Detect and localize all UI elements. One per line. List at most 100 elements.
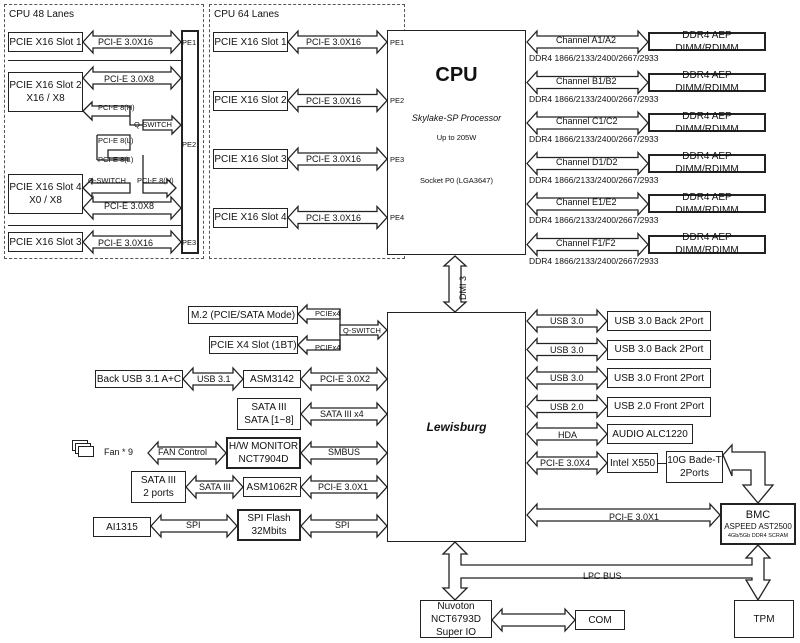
link-label: USB 3.1	[197, 374, 231, 384]
x550-box: Intel X550	[607, 453, 658, 473]
link-label: SMBUS	[328, 447, 361, 457]
link-label: PCI-E 8(H)	[98, 103, 135, 112]
memory-channel-label: Channel F1/F2	[556, 237, 616, 248]
memory-channel-label: Channel E1/E2	[556, 197, 617, 207]
memory-speed: DDR4 1866/2133/2400/2667/2933	[529, 53, 659, 63]
bus-arrow	[142, 177, 177, 199]
link-label: PCI-E 3.0X1	[318, 482, 369, 492]
link-label: PCI-E 3.0X16	[306, 95, 362, 106]
back-usb31-box: Back USB 3.1 A+C	[95, 370, 183, 388]
link-label: USB 3.0	[550, 316, 584, 326]
qswitch-label: Q-SWITCH	[88, 176, 126, 185]
pe1-label: PE1	[390, 38, 405, 47]
bus-arrow	[97, 134, 131, 159]
memory-channel-label: Channel A1/A2	[556, 35, 617, 45]
cpu48-title: CPU 48 Lanes	[9, 9, 75, 20]
memory-channel-label: Channel C1/C2	[556, 116, 618, 126]
cpu-title: CPU	[435, 64, 478, 86]
link-label: SATA III x4	[320, 409, 364, 419]
ai1315-box: AI1315	[93, 517, 151, 537]
audio-box: AUDIO ALC1220	[607, 424, 693, 444]
cpu48-pe-bar	[181, 30, 199, 254]
pe3-label: PE3	[182, 238, 197, 247]
cpu64-slot-2: PCIE X16 Slot 2	[213, 90, 288, 111]
link-label: PCI-E 3.0X4	[540, 458, 591, 468]
link-label: PCI-E 3.0X2	[320, 374, 371, 384]
cpu-block: CPU Skylake-SP Processor Up to 205W Sock…	[387, 30, 526, 255]
link-label: PCI-E 3.0X16	[306, 37, 362, 47]
bmc-box: BMC ASPEED AST2500 4Gb/5Gb DDR4 SCRAM	[720, 503, 796, 545]
qswitch-label: Q-SWITCH	[343, 326, 381, 335]
bus-arrow	[129, 106, 143, 126]
cpu48-slot1: PCIE X16 Slot 1	[8, 32, 83, 52]
com-box: COM	[575, 610, 625, 630]
memory-channel-label: Channel B1/B2	[556, 75, 617, 86]
dimm-box: DDR4 AEP DIMM/RDIMM	[648, 192, 766, 216]
cpu48-region	[4, 4, 204, 259]
pe1-label: PE1	[182, 38, 197, 47]
fan-icon	[72, 440, 94, 457]
cpu-power: Up to 205W	[436, 133, 477, 142]
dimm-box: DDR4 AEP DIMM/RDIMM	[648, 111, 766, 135]
pe2-label: PE2	[182, 140, 197, 149]
memory-speed: DDR4 1866/2133/2400/2667/2933	[529, 255, 659, 266]
link-label: PCI-E 3.0X16	[306, 212, 362, 223]
usb-port-box: USB 3.0 Back 2Port	[607, 339, 711, 360]
link-label: PCI-E 3.0X16	[98, 37, 154, 47]
dimm-box: DDR4 AEP DIMM/RDIMM	[648, 151, 766, 175]
connector	[658, 463, 666, 464]
pe4-label: PE4	[390, 213, 405, 222]
qswitch-label: Q-SWITCH	[134, 120, 172, 129]
dimm-box: DDR4 AEP DIMM/RDIMM	[648, 232, 766, 256]
asm3142-box: ASM3142	[243, 370, 301, 388]
bus-arrow	[96, 135, 130, 161]
link-label: PCIEx4	[315, 343, 341, 352]
cpu64-slot-4: PCIE X16 Slot 4	[213, 207, 288, 228]
link-label: SPI	[335, 520, 350, 530]
pcie-x4-slot-box: PCIE X4 Slot (1BT)	[209, 336, 298, 354]
link-label: PCI-E 8(H)	[137, 176, 174, 185]
dimm-box: DDR4 AEP DIMM/RDIMM	[648, 70, 766, 94]
memory-speed: DDR4 1866/2133/2400/2667/2933	[529, 174, 659, 185]
usb-port-box: USB 3.0 Back 2Port	[607, 311, 711, 331]
link-label: SATA III	[199, 482, 231, 492]
bus-arrow	[82, 177, 131, 199]
link-label: PCIEx4	[315, 309, 341, 318]
link-label: PCI-E 3.0X16	[306, 154, 362, 164]
bus-arrow	[491, 607, 576, 633]
dmi-label: DMI 3	[458, 275, 468, 300]
link-label: PCI-E 3.0X16	[98, 238, 154, 248]
tpm-box: TPM	[734, 600, 794, 638]
link-label: FAN Control	[158, 447, 208, 457]
link-label: PCI-E 3.0X8	[104, 74, 155, 84]
pe2-label: PE2	[390, 96, 405, 105]
link-label: HDA	[558, 430, 578, 440]
memory-speed: DDR4 1866/2133/2400/2667/2933	[529, 93, 659, 104]
fan-label: Fan * 9	[104, 447, 134, 457]
pch-title: Lewisburg	[426, 419, 487, 434]
link-label: USB 2.0	[550, 401, 584, 412]
cpu64-slot-3: PCIE X16 Slot 3	[213, 149, 288, 169]
memory-speed: DDR4 1866/2133/2400/2667/2933	[529, 134, 659, 144]
cpu-socket: Socket P0 (LGA3647)	[420, 176, 493, 185]
link-label: PCI-E 3.0X8	[104, 201, 155, 211]
memory-speed: DDR4 1866/2133/2400/2667/2933	[529, 215, 659, 225]
divider	[8, 225, 192, 226]
divider	[8, 60, 192, 61]
memory-channel-label: Channel D1/D2	[556, 156, 618, 167]
link-label: USB 3.0	[550, 344, 584, 355]
dimm-box: DDR4 AEP DIMM/RDIMM	[648, 30, 766, 54]
usb-port-box: USB 3.0 Front 2Port	[607, 368, 711, 388]
link-label: SPI	[186, 520, 201, 530]
cpu48-slot3: PCIE X16 Slot 3	[8, 232, 83, 252]
pe3-label: PE3	[390, 155, 405, 164]
link-label: USB 3.0	[550, 373, 584, 383]
